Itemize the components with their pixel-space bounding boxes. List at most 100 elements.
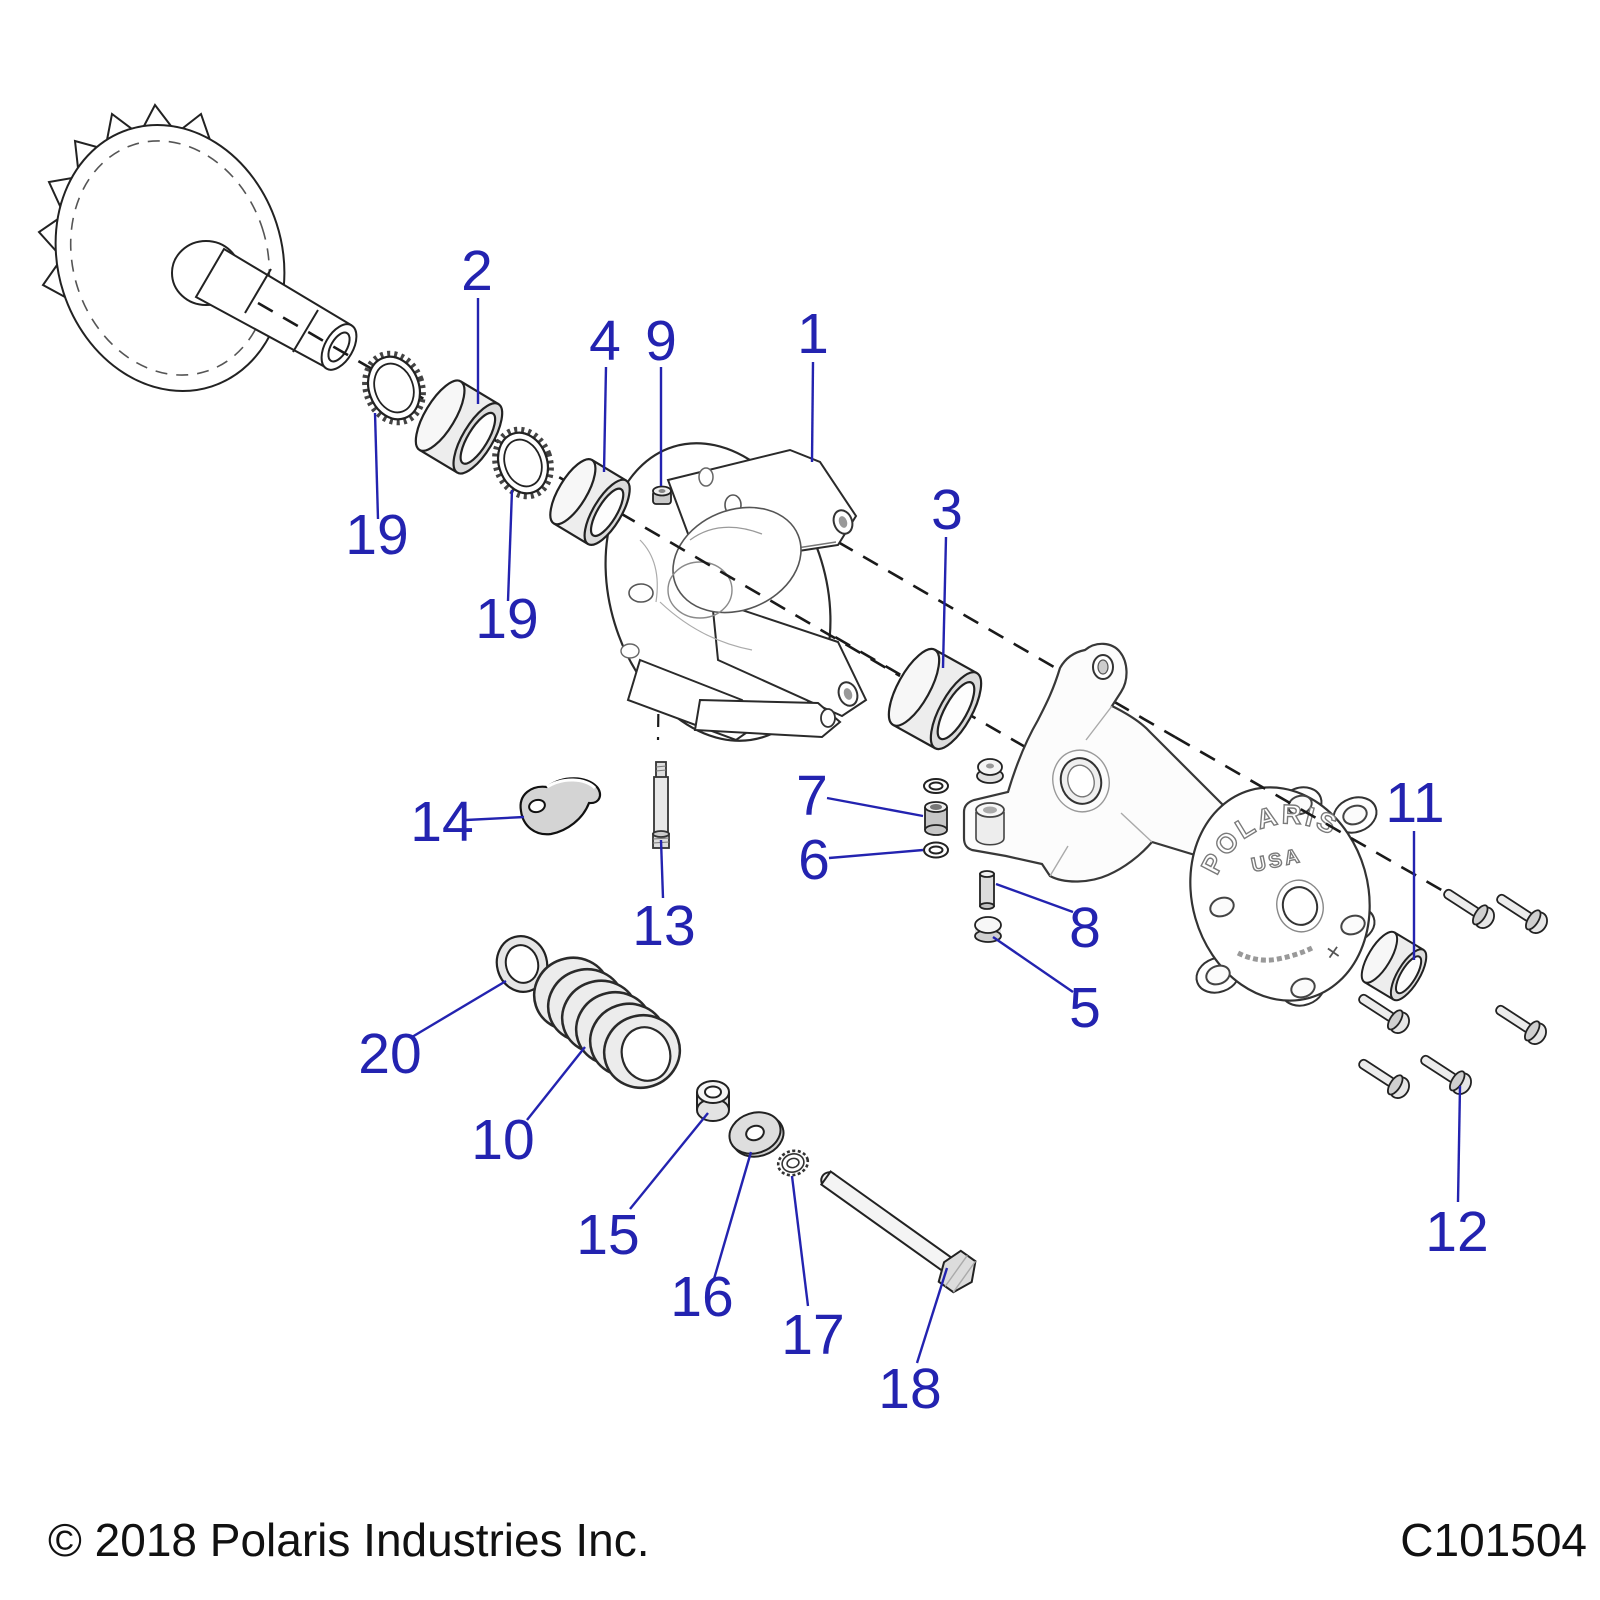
callout-leader-8 xyxy=(995,882,1074,914)
callout-number-19: 19 xyxy=(345,503,408,567)
callout-leader-14 xyxy=(465,815,525,822)
callout-leader-13 xyxy=(659,839,665,899)
roller-pin-8 xyxy=(979,870,995,910)
bolt-axis-dashed xyxy=(837,540,1176,739)
housing-hole xyxy=(698,467,714,487)
cover-bolt xyxy=(1495,1004,1547,1045)
callout-leader-19 xyxy=(373,412,380,520)
shaft-step xyxy=(292,309,319,353)
callout-number-17: 17 xyxy=(781,1303,844,1367)
callout-number-12: 12 xyxy=(1425,1200,1488,1264)
cover-bolt xyxy=(1443,888,1495,929)
cover-bolt-hole xyxy=(1340,914,1366,936)
callout-leader-3 xyxy=(941,536,948,669)
callout-leader-4 xyxy=(602,366,608,473)
housing-hole xyxy=(620,643,640,659)
housing-sketch xyxy=(639,539,658,603)
weight-highlight xyxy=(546,778,597,790)
copyright-text: © 2018 Polaris Industries Inc. xyxy=(48,1514,650,1566)
callout-number-2: 2 xyxy=(461,239,493,303)
callout-number-13: 13 xyxy=(632,894,695,958)
spacer-15 xyxy=(696,1080,730,1122)
callout-leader-15 xyxy=(629,1112,709,1210)
callout-number-11: 11 xyxy=(1385,771,1444,835)
spider-arm-bore xyxy=(1097,659,1109,675)
callout-number-10: 10 xyxy=(471,1108,534,1172)
callout-number-1: 1 xyxy=(797,302,829,366)
spider-left-boss-bore xyxy=(983,806,997,814)
cover-bolt-hole xyxy=(1205,964,1231,986)
bushing-2 xyxy=(414,379,504,475)
spider-center-bore xyxy=(1067,764,1095,798)
weight-hole xyxy=(528,798,546,814)
cap-plug-5 xyxy=(974,916,1002,943)
sheave-disc xyxy=(54,124,286,392)
callout-number-4: 4 xyxy=(589,309,621,373)
callout-number-19: 19 xyxy=(475,587,538,651)
cover-emboss-squiggle xyxy=(1236,945,1314,963)
spider-hub-rim xyxy=(1052,749,1110,813)
sheave-fin xyxy=(142,103,174,127)
callout-number-6: 6 xyxy=(798,828,830,892)
housing-sketch xyxy=(689,526,763,541)
spring-10 xyxy=(532,956,682,1089)
roller-pin-cap xyxy=(976,758,1004,784)
callout-leader-7 xyxy=(826,796,924,818)
callout-number-16: 16 xyxy=(670,1265,733,1329)
nut-9 xyxy=(652,485,672,505)
clutch-weight-14 xyxy=(519,777,602,836)
callout-leader-12 xyxy=(1456,1085,1462,1203)
spider-crease xyxy=(1085,705,1113,741)
callout-leader-10 xyxy=(526,1046,586,1121)
callout-number-7: 7 xyxy=(796,764,828,828)
cover-bolt-hole xyxy=(1287,794,1313,816)
callout-leader-1 xyxy=(810,361,815,463)
housing-center-opening xyxy=(672,506,802,614)
callout-number-8: 8 xyxy=(1069,896,1101,960)
splined-ring-19-b xyxy=(492,426,554,500)
callout-number-20: 20 xyxy=(358,1022,421,1086)
ring-20 xyxy=(495,935,549,993)
callout-leader-5 xyxy=(992,936,1074,993)
lock-washer-17 xyxy=(776,1149,810,1177)
housing-hole xyxy=(628,583,654,603)
oring-upper-7 xyxy=(923,778,949,794)
cover-bolt-hole xyxy=(1209,896,1235,918)
spider xyxy=(962,642,1258,883)
callout-leader-16 xyxy=(712,1151,753,1280)
housing-lower-arm-2 xyxy=(693,698,842,739)
splined-ring-19-a xyxy=(362,350,426,426)
sheave-face-dashed xyxy=(69,140,271,376)
spring-bore xyxy=(620,1026,672,1082)
figure-code: C101504 xyxy=(1400,1514,1587,1566)
cover-center-rim xyxy=(1276,879,1324,933)
spider-crease xyxy=(1120,812,1153,843)
callout-number-18: 18 xyxy=(878,1357,941,1421)
housing-boss-bore xyxy=(843,688,853,700)
cover-bolt-12 xyxy=(1420,1054,1472,1095)
clutch-housing xyxy=(604,442,868,742)
housing-bore xyxy=(667,561,733,619)
roller-bushing-7 xyxy=(924,801,948,836)
washer-16 xyxy=(728,1111,785,1158)
callout-leader-17 xyxy=(790,1175,810,1307)
cover-bolt xyxy=(1358,1058,1410,1099)
callout-leader-18 xyxy=(915,1267,949,1364)
callout-leader-6 xyxy=(828,848,924,860)
housing-sketch xyxy=(659,601,753,651)
housing-boss-bore xyxy=(838,516,848,528)
bolt-axis-dashed-over-cover xyxy=(1174,735,1446,894)
cover-bolt-hole xyxy=(1342,804,1368,826)
callout-number-15: 15 xyxy=(576,1203,639,1267)
cover-center-hole xyxy=(1281,886,1319,926)
cover-body xyxy=(1189,786,1371,1002)
oring-lower-6 xyxy=(923,841,949,859)
housing-right-arm xyxy=(710,598,868,718)
callout-number-3: 3 xyxy=(931,478,963,542)
callout-number-9: 9 xyxy=(645,309,677,373)
shaft-step xyxy=(244,268,272,314)
cover-bolts xyxy=(1358,888,1548,1099)
